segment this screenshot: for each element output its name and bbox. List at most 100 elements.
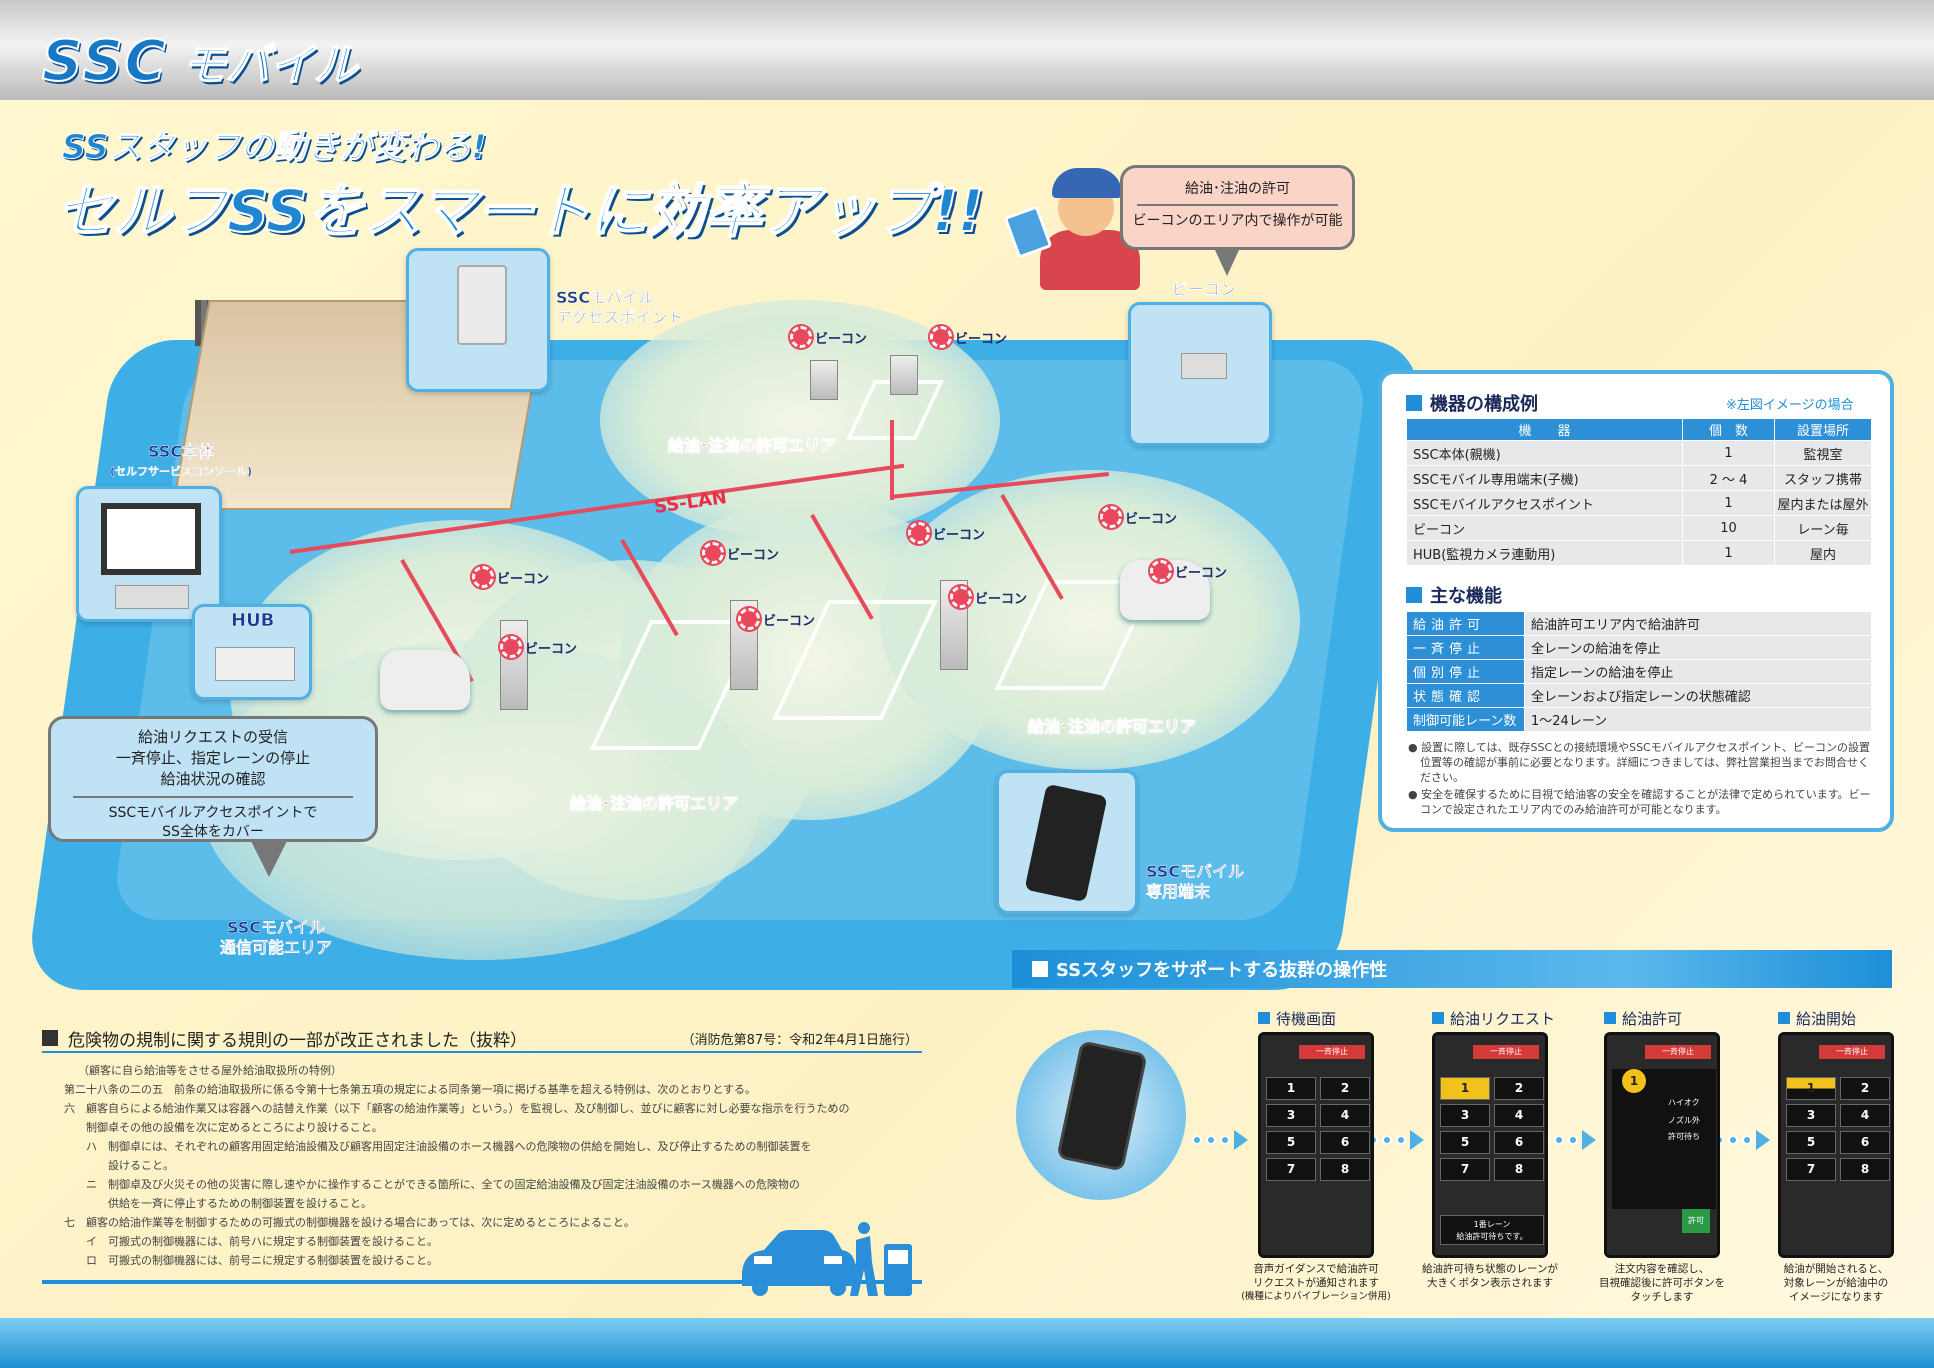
tagline-main: セルフSSをスマートに効率アップ!!	[55, 176, 985, 246]
fuel-pump	[890, 355, 918, 395]
regulation-body: （顧客に自ら給油等をさせる屋外給油取扱所の特例） 第二十八条の二の五 前条の給油…	[64, 1064, 850, 1267]
lane-badge: 1	[1622, 1069, 1646, 1093]
car	[380, 650, 470, 710]
lane-button[interactable]: 5	[1440, 1131, 1490, 1154]
beacon-tag: ビーコン	[1175, 565, 1228, 581]
regulation-header: 危険物の規制に関する規則の一部が改正されました（抜粋） （消防危第87号：令和2…	[42, 1025, 922, 1053]
lane-button[interactable]: 1	[1440, 1077, 1490, 1100]
lane-button[interactable]: 2	[1494, 1077, 1544, 1100]
beacon-tag: ビーコン	[933, 527, 986, 543]
beacon-marker: ビーコン	[702, 542, 779, 564]
lane-button[interactable]: 4	[1840, 1104, 1890, 1127]
regulation-title: 危険物の規制に関する規則の一部が改正されました（抜粋）	[68, 1030, 527, 1051]
support-title-bar: SSスタッフをサポートする抜群の操作性	[1012, 950, 1892, 988]
lane-button[interactable]: 5	[1786, 1131, 1836, 1154]
beacon-icon	[790, 326, 812, 348]
stop-all-button[interactable]: 一斉停止	[1473, 1045, 1539, 1059]
beacon-tag: ビーコン	[1125, 511, 1178, 527]
beacon-device-icon	[1181, 353, 1227, 379]
beacon-tag: ビーコン	[763, 613, 816, 629]
lane-button[interactable]: 3	[1440, 1104, 1490, 1127]
fuel-pump	[810, 360, 838, 400]
beacon-tag: ビーコン	[815, 331, 868, 347]
beacon-marker: ビーコン	[500, 636, 577, 658]
lane-button[interactable]: 4	[1320, 1104, 1370, 1127]
lane-button[interactable]: 6	[1494, 1131, 1544, 1154]
beacon-icon	[1150, 560, 1172, 582]
beacon-icon	[950, 586, 972, 608]
step-caption: 音声ガイダンスで給油許可リクエストが通知されます(機種によりバイブレーション併用…	[1241, 1263, 1391, 1302]
lane-button[interactable]: 8	[1320, 1158, 1370, 1181]
lane-button[interactable]: 3	[1786, 1104, 1836, 1127]
hub-icon	[215, 647, 295, 681]
terminal-device-icon	[1024, 783, 1108, 903]
beacon-tag: ビーコン	[497, 571, 550, 587]
hub-image: HUB	[192, 604, 312, 700]
bubble-left-sub: SSCモバイルアクセスポイントで SS全体をカバー	[108, 805, 318, 840]
stop-all-button[interactable]: 一斉停止	[1819, 1045, 1885, 1059]
logo-main: SSC	[41, 28, 168, 95]
step-caption: 給油許可待ち状態のレーンが大きくボタン表示されます	[1422, 1263, 1558, 1289]
beacon-marker: ビーコン	[1150, 560, 1227, 582]
beacon-marker: ビーコン	[738, 608, 815, 630]
arrow-icon	[1192, 1130, 1248, 1150]
beacon-marker: ビーコン	[908, 522, 985, 544]
lane-button[interactable]: 4	[1494, 1104, 1544, 1127]
comm-area-label: SSCモバイル 通信可能エリア	[220, 918, 333, 957]
footer-bar	[0, 1318, 1934, 1368]
tagline-sub: SSスタッフの動きが変わる!	[61, 127, 487, 167]
equipment-title: 機器の構成例	[1406, 390, 1538, 416]
lane-button[interactable]: 5	[1266, 1131, 1316, 1154]
equipment-panel: 機器の構成例 ※左図イメージの場合 機 器 個 数 設置場所 SSC本体(親機)…	[1378, 370, 1894, 832]
step-permit: 給油許可 一斉停止 1 ハイオク ノズル外 許可待ち 許可 注文内容を確認し、目…	[1599, 1008, 1754, 1308]
beacon-marker: ビーコン	[790, 326, 867, 348]
beacon-tag: ビーコン	[955, 331, 1008, 347]
lane-button[interactable]: 7	[1440, 1158, 1490, 1181]
order-detail: 1 ハイオク ノズル外 許可待ち 許可	[1612, 1069, 1716, 1233]
beacon-icon	[472, 566, 494, 588]
regulation-ref: （消防危第87号：令和2年4月1日施行）	[681, 1032, 918, 1048]
beacon-marker: ビーコン	[930, 326, 1007, 348]
lane-button[interactable]: 1	[1786, 1077, 1836, 1100]
lane-button[interactable]: 3	[1266, 1104, 1316, 1127]
table-row: 給油許可給油許可エリア内で給油許可	[1406, 611, 1872, 636]
area-label: 給油･注油の許可エリア	[570, 794, 739, 814]
request-message: 1番レーン給油許可待ちです。	[1440, 1215, 1544, 1245]
hub-label: HUB	[231, 610, 275, 631]
bubble-right: 給油･注油の許可 ビーコンのエリア内で操作が可能	[1120, 165, 1355, 276]
lane-button[interactable]: 6	[1840, 1131, 1890, 1154]
phone-icon	[1056, 1040, 1148, 1172]
beacon-marker: ビーコン	[1100, 506, 1177, 528]
access-point-image	[406, 248, 550, 392]
main-unit-image	[76, 486, 222, 622]
beacon-marker: ビーコン	[472, 566, 549, 588]
lane-button[interactable]: 2	[1840, 1077, 1890, 1100]
lane-button[interactable]: 6	[1320, 1131, 1370, 1154]
permit-button[interactable]: 許可	[1682, 1209, 1710, 1233]
beacon-icon	[500, 636, 522, 658]
lane-button[interactable]: 2	[1320, 1077, 1370, 1100]
stop-all-button[interactable]: 一斉停止	[1299, 1045, 1365, 1059]
beacon-tag: ビーコン	[727, 547, 780, 563]
lane-button[interactable]: 8	[1494, 1158, 1544, 1181]
lan-cable	[890, 420, 894, 500]
lane-button[interactable]: 8	[1840, 1158, 1890, 1181]
header-bar: SSC モバイル	[0, 0, 1934, 100]
bubble-left: 給油リクエストの受信 一斉停止、指定レーンの停止 給油状況の確認 SSCモバイル…	[48, 716, 378, 877]
hand-phone-image	[1016, 1030, 1186, 1200]
lane-button[interactable]: 7	[1266, 1158, 1316, 1181]
beacon-marker: ビーコン	[950, 586, 1027, 608]
lane-button[interactable]: 7	[1786, 1158, 1836, 1181]
lane-button[interactable]: 1	[1266, 1077, 1316, 1100]
stop-all-button[interactable]: 一斉停止	[1645, 1045, 1711, 1059]
beacon-tag: ビーコン	[975, 591, 1028, 607]
